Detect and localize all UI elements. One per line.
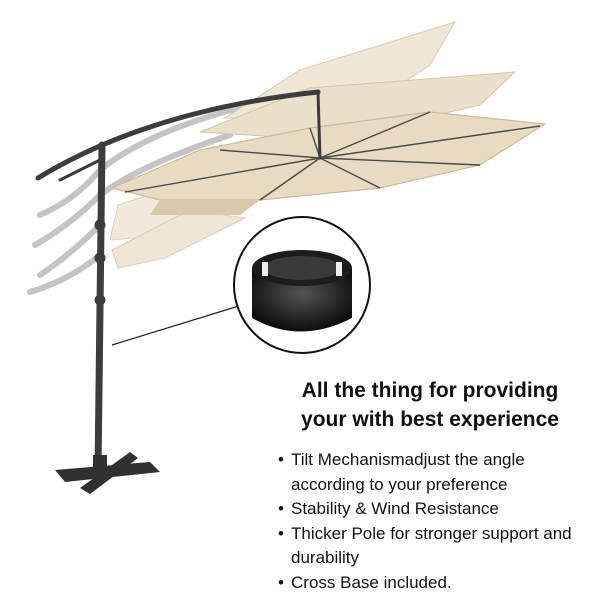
cantilever-arm (35, 89, 321, 181)
callout-line (111, 304, 243, 346)
frame (35, 89, 322, 474)
headline: All the thing for providing your with be… (270, 376, 590, 434)
pole-sleeve-icon (233, 216, 371, 354)
canopy (110, 111, 547, 215)
headline-line-2: your with best experience (301, 408, 559, 431)
cross-base (55, 452, 160, 494)
pole (94, 141, 106, 474)
feature-item-tilt: Tilt Mechanismadjust the angle according… (278, 448, 596, 497)
feature-list: Tilt Mechanismadjust the angle according… (278, 448, 596, 595)
feature-item-pole: Thicker Pole for stronger support and du… (278, 522, 596, 571)
headline-line-1: All the thing for providing (301, 379, 559, 402)
feature-item-base: Cross Base included. (278, 571, 596, 596)
tilt-ghost-arms (27, 102, 253, 295)
canopy-ghost-low (111, 209, 247, 269)
feature-item-stability: Stability & Wind Resistance (278, 497, 596, 522)
